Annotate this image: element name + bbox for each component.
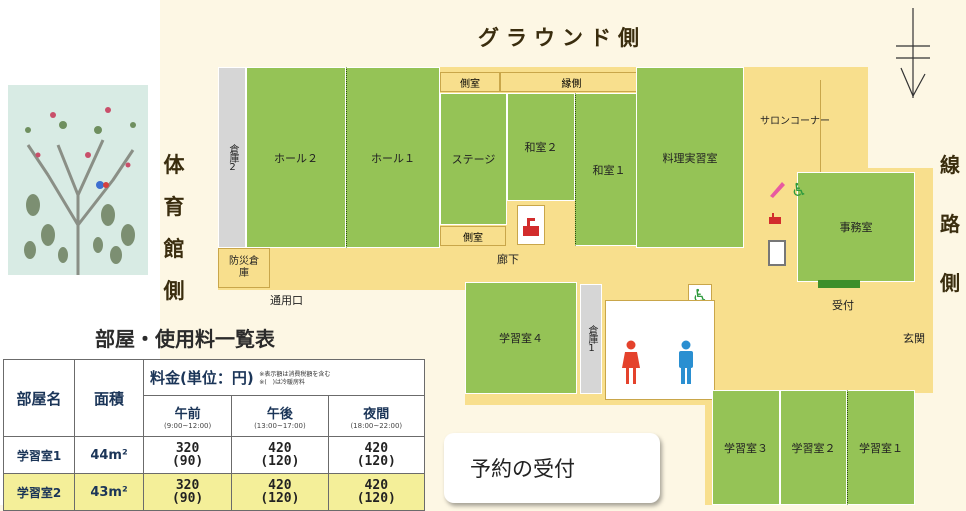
room-hall-1[interactable]: ホール１: [346, 67, 440, 248]
room-hall-2[interactable]: ホール２: [246, 67, 346, 248]
table-row: 学習室1 44m² 320(90) 420(120) 420(120): [3, 436, 426, 474]
room-washitsu-1[interactable]: 和室１: [575, 93, 643, 246]
room-gakushu-1[interactable]: 学習室１: [847, 390, 915, 505]
north-arrow-icon: [893, 8, 933, 98]
bousai-storage[interactable]: 防災倉庫: [218, 248, 270, 288]
storage-1[interactable]: 倉庫1: [580, 284, 602, 394]
kitchen-sink-icon-2: [766, 210, 784, 226]
engawa[interactable]: 縁側: [500, 72, 643, 92]
col-afternoon: 午後(13:00~17:00): [231, 395, 329, 437]
col-room-name: 部屋名: [3, 359, 75, 437]
salon-corner-label: サロンコーナー: [760, 116, 830, 127]
reception-label: 受付: [832, 299, 854, 312]
col-evening: 夜間(18:00~22:00): [327, 395, 426, 437]
storage-2[interactable]: 倉庫2: [218, 67, 246, 248]
gym-side-label: 体育 館側: [163, 153, 185, 303]
col-area: 面積: [74, 359, 144, 437]
kitchen-sink-icon: [517, 205, 545, 245]
room-office[interactable]: 事務室: [797, 172, 915, 282]
restroom-male-icon: [677, 340, 695, 389]
salon-divider: [820, 80, 821, 172]
fee-table: 部屋名 面積 料金(単位：円) ※表示額は消費税額を含む※( )は冷暖房料 午前…: [3, 359, 426, 511]
restrooms: [605, 300, 715, 400]
reservation-button-label: 予約の受付: [470, 457, 575, 481]
corridor-label: 廊下: [497, 253, 519, 266]
elevator-icon: [768, 240, 786, 266]
accessible-toilet-icon: ♿: [791, 180, 808, 201]
col-morning: 午前(9:00~12:00): [142, 395, 233, 437]
room-stage[interactable]: ステージ: [440, 93, 507, 225]
room-washitsu-2[interactable]: 和室２: [507, 93, 575, 201]
tree-illustration-icon: [8, 85, 148, 275]
room-gakushu-4[interactable]: 学習室４: [465, 282, 577, 394]
tracks-side-label: 線路 側: [940, 153, 960, 295]
ground-side-label: グラウンド側: [478, 26, 646, 50]
reception-counter: [818, 280, 860, 288]
side-room-bottom[interactable]: 側室: [440, 226, 506, 246]
side-room-top[interactable]: 側室: [440, 72, 500, 92]
side-door-label: 通用口: [270, 294, 303, 307]
fee-table-title: 部屋・使用料一覧表: [95, 327, 275, 351]
white-strip: [160, 0, 210, 80]
pencil-icon: [766, 178, 788, 200]
entrance-label: 玄関: [903, 332, 925, 345]
restroom-female-icon: [622, 340, 640, 389]
room-gakushu-2[interactable]: 学習室２: [780, 390, 847, 505]
room-gakushu-3[interactable]: 学習室３: [712, 390, 780, 505]
col-fee-group: 料金(単位：円) ※表示額は消費税額を含む※( )は冷暖房料: [143, 359, 425, 396]
reservation-button[interactable]: 予約の受付: [444, 433, 660, 503]
room-cooking[interactable]: 料理実習室: [636, 67, 744, 248]
